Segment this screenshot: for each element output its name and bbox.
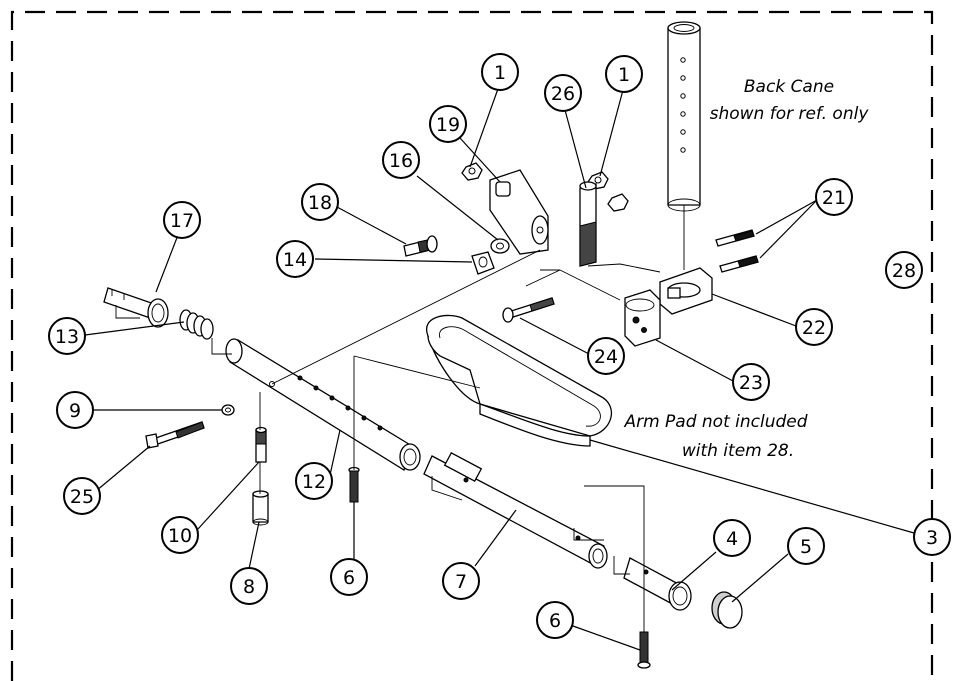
callout-label: 6 [343,567,355,589]
callout-label: 26 [551,83,575,105]
tube-part-4 [623,557,692,611]
pin-part-10 [255,426,267,463]
callout-label: 5 [800,536,812,558]
clamp-part-23 [624,289,661,347]
callout-label: 10 [168,525,192,547]
callout-16: 16 [382,141,420,179]
sleeve-part-8 [252,490,269,526]
bolt-part-25 [145,421,205,449]
callout-label: 1 [494,62,506,84]
callout-23: 23 [732,363,770,401]
callout-label: 23 [739,372,763,394]
assembly-boundary [10,10,934,681]
arm-pad-part-3 [425,314,612,447]
callout-label: 21 [822,187,846,209]
bracket-part-19 [489,169,549,255]
spring-part-13 [179,309,214,340]
back-cane-note: Back Cane shown for ref. only [710,77,870,124]
callout-label: 3 [926,527,938,549]
callout-4: 4 [713,519,751,557]
callout-6b: 6 [536,601,574,639]
screw-part-6-bottom [637,631,651,669]
callout-18: 18 [301,183,339,221]
callout-9: 9 [56,391,94,429]
arm-pad-note-line1: Arm Pad not included [623,412,807,432]
arm-pad-note-line2: with item 28. [682,441,794,461]
callout-14: 14 [276,240,314,278]
callout-8: 8 [230,567,268,605]
callout-label: 14 [283,249,307,271]
callout-label: 8 [243,576,255,598]
spacer-part-14 [471,251,495,275]
callout-1a: 1 [481,53,519,91]
callout-label: 17 [170,210,194,232]
callout-28: 28 [885,251,923,289]
back-cane-part [667,21,701,270]
screw-part-6-middle [348,466,360,503]
callout-label: 9 [69,400,81,422]
leader-lines [84,85,915,651]
callout-6a: 6 [330,558,368,596]
callout-7: 7 [442,562,480,600]
callout-10: 10 [161,516,199,554]
callout-label: 6 [549,610,561,632]
callout-22: 22 [795,308,833,346]
washer-part-16 [490,238,510,254]
bolt-part-18 [403,235,438,257]
callout-label: 4 [726,528,738,550]
cap-part-5 [711,591,743,629]
callout-24: 24 [587,337,625,375]
nut-part-1-left [461,162,483,181]
tube-part-7 [423,451,608,569]
back-cane-note-line2: shown for ref. only [710,104,870,124]
callout-label: 16 [389,150,413,172]
clamp-part-22 [659,267,713,315]
callout-label: 13 [55,326,79,348]
callout-label: 25 [70,486,94,508]
callout-label: 18 [308,192,332,214]
callout-label: 22 [802,317,826,339]
post-part-26 [579,181,597,267]
callout-13: 13 [48,317,86,355]
bolt-part-24 [502,297,555,323]
assembly-guide-lines [115,249,661,632]
callout-label: 12 [302,471,326,493]
callout-25: 25 [63,477,101,515]
callout-label: 7 [455,571,467,593]
washer-part-9 [221,404,235,416]
callout-5: 5 [787,527,825,565]
screw-part-21 [715,229,759,273]
callout-17: 17 [163,201,201,239]
callout-19: 19 [429,105,467,143]
tube-part-17 [103,287,169,328]
callout-26: 26 [544,74,582,112]
callout-3: 3 [913,518,951,556]
callout-21: 21 [815,178,853,216]
back-cane-note-line1: Back Cane [744,77,834,97]
callout-12: 12 [295,462,333,500]
callout-label: 1 [618,64,630,86]
callout-label: 19 [436,114,460,136]
callout-1b: 1 [605,55,643,93]
callout-label: 24 [594,346,618,368]
callout-label: 28 [892,260,916,282]
arm-pad-note: Arm Pad not included with item 28. [623,412,807,461]
